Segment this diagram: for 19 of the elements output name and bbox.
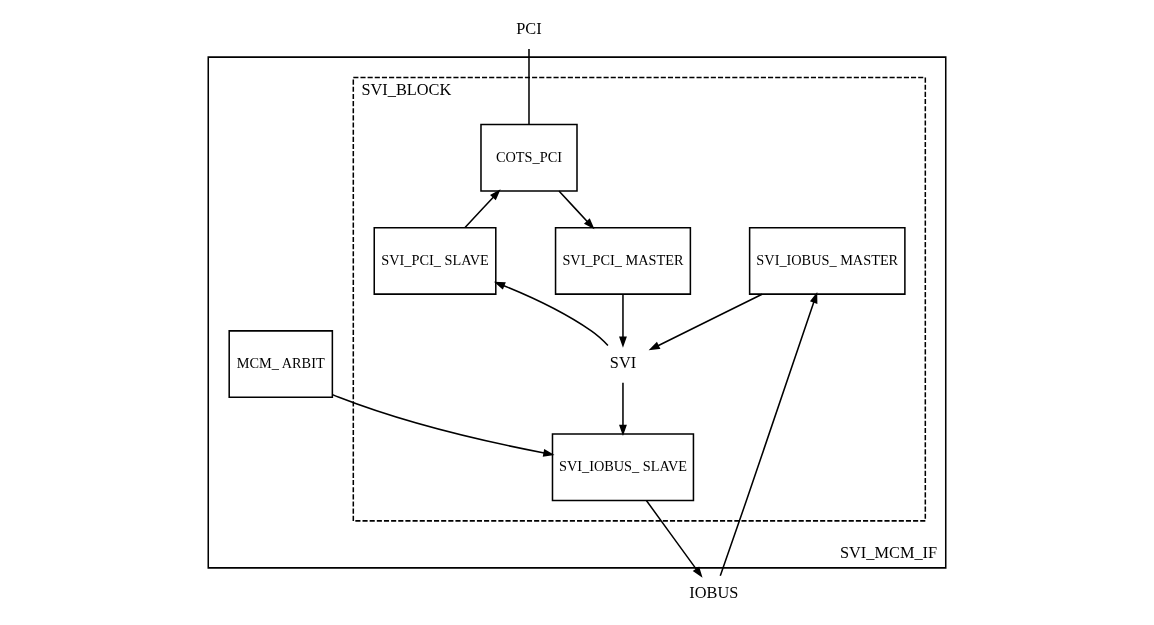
node-box: MCM_ ARBIT bbox=[228, 330, 334, 399]
node-box: SVI_PCI_ SLAVE bbox=[373, 226, 497, 295]
node-text: PCI bbox=[516, 19, 542, 39]
arrow bbox=[619, 381, 627, 436]
node-text: IOBUS bbox=[689, 583, 739, 603]
connector bbox=[528, 48, 530, 126]
node-box: SVI_IOBUS_ SLAVE bbox=[551, 433, 695, 502]
node-text: SVI bbox=[609, 352, 637, 372]
arrow bbox=[464, 189, 501, 229]
arrow bbox=[619, 293, 627, 348]
arrow bbox=[648, 293, 763, 351]
node-box: SVI_IOBUS_ MASTER bbox=[748, 226, 906, 295]
arrow bbox=[645, 499, 703, 578]
node-box: COTS_PCI bbox=[480, 123, 578, 192]
node-box: SVI_PCI_ MASTER bbox=[554, 226, 692, 295]
arrow bbox=[331, 393, 555, 457]
arrow bbox=[493, 281, 609, 347]
arrow bbox=[558, 190, 595, 230]
arrow bbox=[719, 291, 818, 577]
